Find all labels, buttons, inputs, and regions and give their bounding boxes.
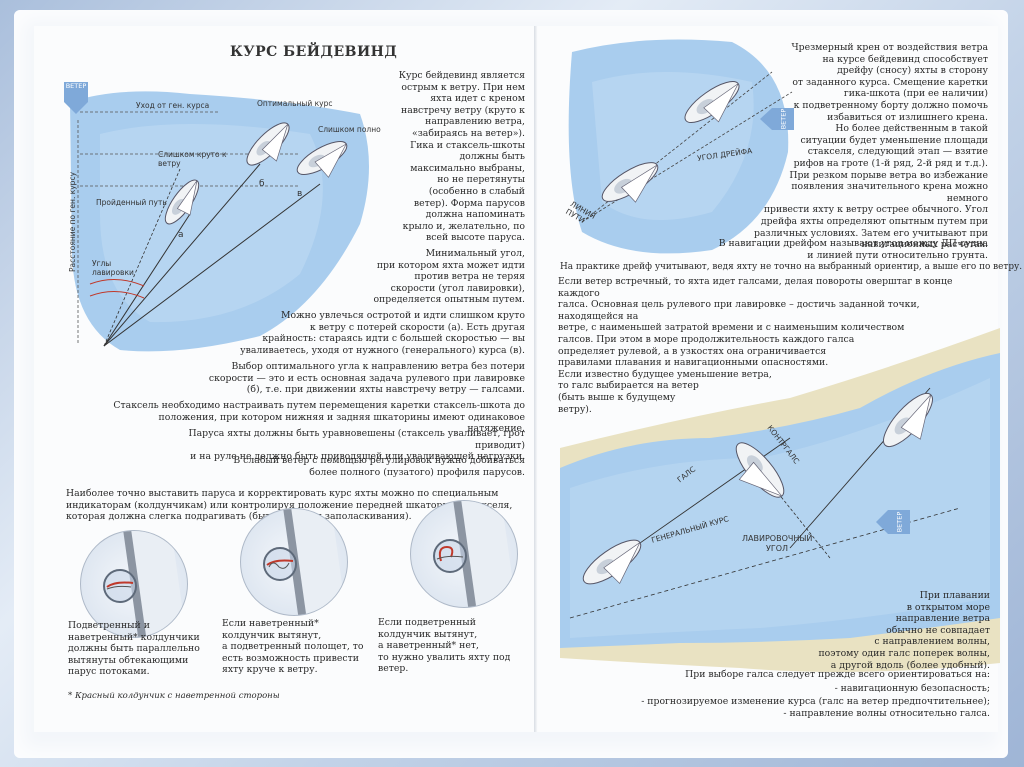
label-b: б [259, 179, 265, 189]
footnote: * Красный колдунчик с наветренной сторон… [68, 691, 280, 701]
telltale-view-3 [410, 500, 518, 608]
orient-text: При выборе галса следует прежде всего ор… [640, 669, 990, 681]
label-too-steep: Слишком круто к ветру [158, 150, 228, 168]
wind-arrow-head-left [64, 102, 88, 114]
telltale-icon [265, 555, 295, 571]
drift-definition: В навигации дрейфом называют угол между … [718, 238, 988, 261]
telltale-icon [435, 541, 465, 565]
label-distance: Расстояние по ген. курсу [68, 172, 77, 272]
label-path: Пройденный путь [96, 198, 167, 207]
label-angles: Углы лавировки [92, 259, 132, 277]
choice-text: Выбор оптимального угла к направлению ве… [205, 361, 525, 396]
label-too-full: Слишком полно [318, 125, 381, 134]
min-angle-text: Минимальный угол,при котором яхта может … [335, 248, 525, 306]
label-optimal: Оптимальный курс [257, 99, 332, 108]
bullet-wave-direction: - направление волны относительно галса. [620, 708, 990, 721]
telltale-icon [105, 577, 135, 593]
carried-away-text: Можно увлечься остротой и идти слишком к… [205, 310, 525, 356]
page-title: КУРС БЕЙДЕВИНД [230, 44, 397, 60]
wind-arrow-right-bottom: ВЕТЕР [888, 510, 910, 534]
practice-text: На практике дрейф учитывают, ведя яхту н… [560, 262, 990, 274]
bullet-course-change: - прогнозируемое изменение курса (галс н… [620, 696, 990, 709]
label-leave-course: Уход от ген. курса [136, 101, 209, 110]
telltale-view-2 [240, 508, 348, 616]
wind-label-bottom: ВЕТЕР [887, 512, 911, 533]
label-v: в [297, 189, 302, 199]
label-a: а [178, 230, 184, 240]
wind-arrow-left: ВЕТЕР [64, 82, 88, 102]
orient-bullets: - навигационную безопасность; - прогнози… [620, 683, 990, 721]
weak-wind-text: В слабый ветер с помощью регулировок нуж… [210, 455, 525, 478]
label-tacking-angle: ЛАВИРОВОЧНЫЙ УГОЛ [742, 534, 812, 554]
caption-telltale-2: Если наветренный*колдунчик вытянут,а под… [222, 618, 372, 676]
wind-label: ВЕТЕР [66, 82, 87, 90]
bullet-safety: - навигационную безопасность; [620, 683, 990, 696]
wind-arrow-head-right-bottom [876, 510, 888, 534]
